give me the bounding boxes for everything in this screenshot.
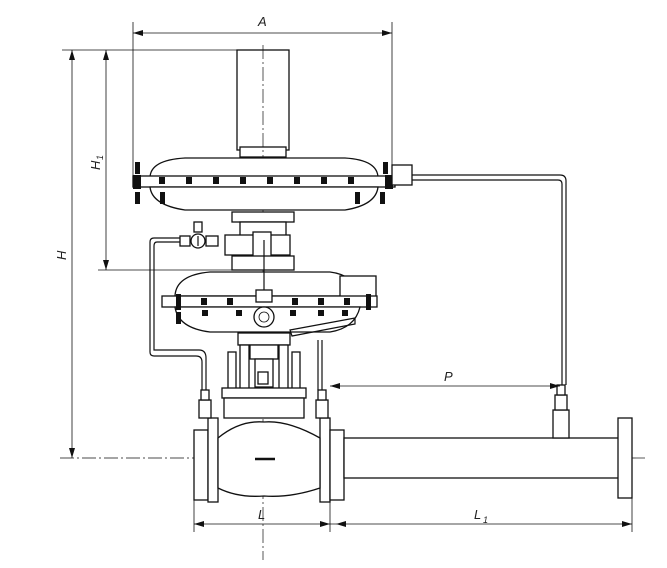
lower-diaphragm bbox=[161, 240, 378, 337]
dim-h1-subscript: 1 bbox=[95, 155, 105, 160]
dimension-l: L bbox=[193, 500, 331, 532]
upper-diaphragm bbox=[132, 157, 413, 237]
dimension-a: A bbox=[132, 14, 393, 180]
dim-h-label: H bbox=[54, 250, 69, 260]
spring-housing bbox=[236, 45, 290, 560]
upper-flange-bolts bbox=[133, 162, 393, 204]
downstream-pipe bbox=[343, 384, 633, 499]
dimension-l1: L 1 bbox=[330, 498, 633, 532]
dim-l-label: L bbox=[258, 507, 265, 522]
dimension-h: H bbox=[54, 49, 240, 458]
gauge-assembly bbox=[179, 221, 295, 271]
dimension-p: P bbox=[330, 369, 560, 389]
dim-h1-label: H bbox=[88, 160, 103, 170]
dimension-h1: H 1 bbox=[88, 50, 240, 271]
lower-flange-bolts bbox=[176, 294, 371, 324]
valve-body bbox=[193, 389, 345, 503]
dim-l1-subscript: 1 bbox=[483, 515, 488, 525]
valve-yoke bbox=[221, 332, 307, 419]
dim-p-label: P bbox=[444, 369, 453, 384]
dim-l1-label: L bbox=[474, 507, 481, 522]
signal-tubing bbox=[149, 174, 567, 390]
dim-a-label: A bbox=[257, 14, 267, 29]
